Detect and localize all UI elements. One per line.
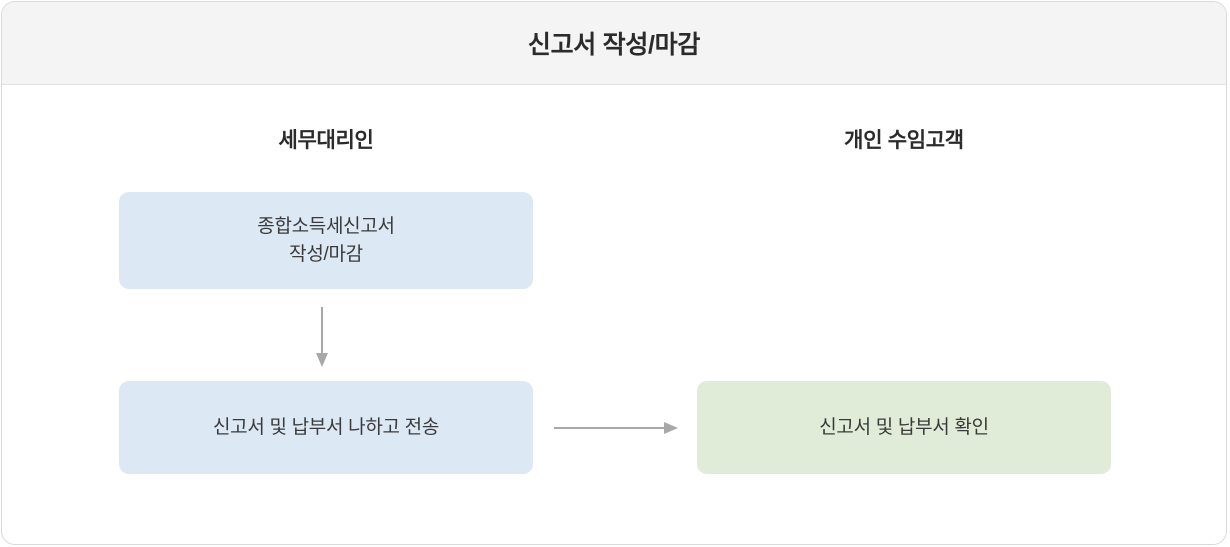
page-title: 신고서 작성/마감 (527, 31, 701, 59)
node-send-documents: 신고서 및 납부서 나하고 전송 (119, 381, 533, 474)
arrow-down-icon (302, 307, 342, 369)
arrow-right-icon (554, 414, 684, 442)
lane-label-tax-agent: 세무대리인 (278, 129, 374, 152)
lane-label-row: 세무대리인 개인 수임고객 (2, 124, 1226, 156)
node-confirm-documents: 신고서 및 납부서 확인 (697, 381, 1111, 474)
node-prepare-return: 종합소득세신고서 작성/마감 (119, 192, 533, 289)
diagram-header: 신고서 작성/마감 (2, 2, 1226, 85)
lane-label-individual-client: 개인 수임고객 (844, 129, 964, 152)
